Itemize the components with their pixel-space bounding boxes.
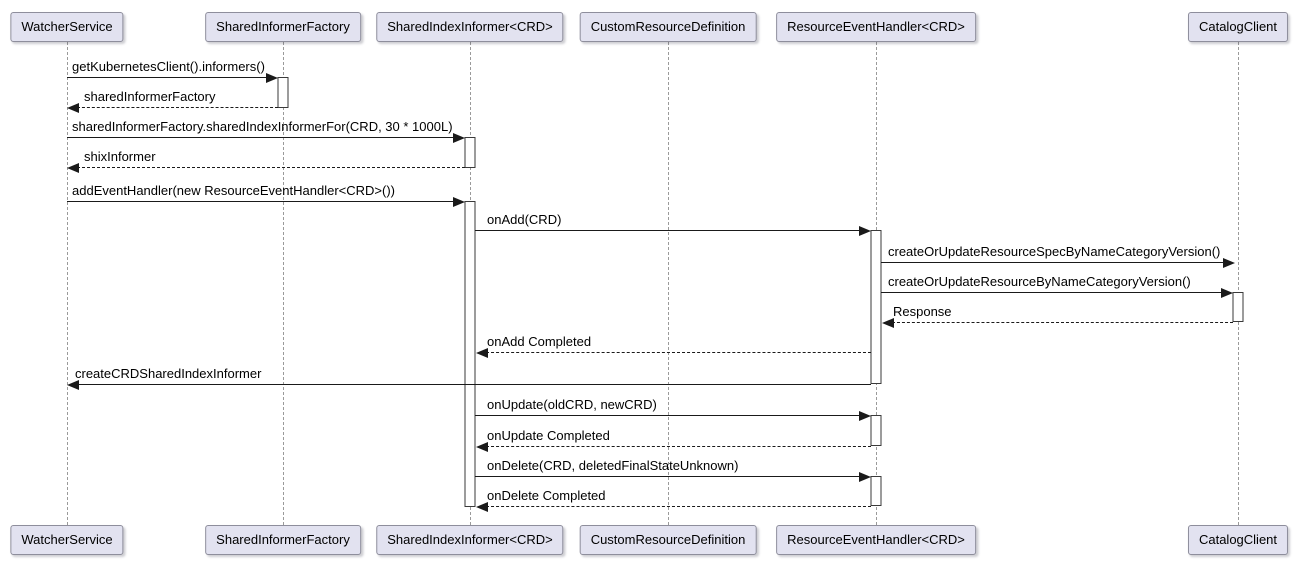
message-line-2 [67, 137, 455, 138]
participant-sif-top: SharedInformerFactory [205, 12, 361, 42]
arrowhead-0 [266, 73, 278, 83]
arrowhead-8 [882, 318, 894, 328]
arrowhead-5 [859, 226, 871, 236]
arrowhead-4 [453, 197, 465, 207]
message-label-6: createOrUpdateResourceSpecByNameCategory… [888, 244, 1221, 259]
activation-bar-cc-4 [1232, 292, 1244, 322]
participant-reh-bottom: ResourceEventHandler<CRD> [776, 525, 976, 555]
arrowhead-2 [453, 133, 465, 143]
message-label-14: onDelete Completed [487, 488, 606, 503]
message-line-3 [77, 167, 465, 168]
message-line-12 [486, 446, 871, 447]
arrowhead-11 [859, 411, 871, 421]
message-line-10 [77, 384, 871, 385]
message-label-5: onAdd(CRD) [487, 212, 562, 227]
participant-crd-bottom: CustomResourceDefinition [579, 525, 757, 555]
arrowhead-9 [476, 348, 488, 358]
lifeline-ws [67, 42, 68, 525]
activation-bar-reh-5 [870, 415, 882, 446]
arrowhead-10 [67, 380, 79, 390]
participant-crd-top: CustomResourceDefinition [579, 12, 757, 42]
message-line-14 [486, 506, 871, 507]
message-line-0 [67, 77, 268, 78]
activation-bar-reh-6 [870, 476, 882, 506]
message-label-2: sharedInformerFactory.sharedIndexInforme… [72, 119, 453, 134]
message-line-9 [486, 352, 871, 353]
lifeline-sif [283, 42, 284, 525]
arrowhead-14 [476, 502, 488, 512]
message-label-7: createOrUpdateResourceByNameCategoryVers… [888, 274, 1191, 289]
activation-bar-sif-0 [277, 77, 289, 108]
participant-cc-bottom: CatalogClient [1187, 525, 1289, 555]
arrowhead-7 [1221, 288, 1233, 298]
lifeline-crd [668, 42, 669, 525]
message-label-9: onAdd Completed [487, 334, 592, 349]
message-line-8 [892, 322, 1233, 323]
message-label-12: onUpdate Completed [487, 428, 610, 443]
participant-reh-top: ResourceEventHandler<CRD> [776, 12, 976, 42]
activation-bar-sii-1 [464, 137, 476, 168]
message-label-8: Response [893, 304, 952, 319]
arrowhead-12 [476, 442, 488, 452]
arrowhead-1 [67, 103, 79, 113]
message-label-4: addEventHandler(new ResourceEventHandler… [72, 183, 395, 198]
lifeline-cc [1238, 42, 1239, 525]
participant-sii-top: SharedIndexInformer<CRD> [376, 12, 564, 42]
message-label-0: getKubernetesClient().informers() [72, 59, 265, 74]
activation-bar-sii-2 [464, 201, 476, 507]
participant-ws-bottom: WatcherService [10, 525, 124, 555]
message-label-11: onUpdate(oldCRD, newCRD) [487, 397, 657, 412]
message-label-10: createCRDSharedIndexInformer [75, 366, 262, 381]
arrowhead-3 [67, 163, 79, 173]
message-line-4 [67, 201, 455, 202]
arrowhead-13 [859, 472, 871, 482]
participant-cc-top: CatalogClient [1187, 12, 1289, 42]
message-line-11 [475, 415, 861, 416]
message-line-1 [77, 107, 278, 108]
message-label-3: shixInformer [84, 149, 156, 164]
participant-ws-top: WatcherService [10, 12, 124, 42]
participant-sif-bottom: SharedInformerFactory [205, 525, 361, 555]
message-line-6 [881, 262, 1225, 263]
message-label-1: sharedInformerFactory [84, 89, 216, 104]
arrowhead-6 [1223, 258, 1235, 268]
participant-sii-bottom: SharedIndexInformer<CRD> [376, 525, 564, 555]
message-line-7 [881, 292, 1223, 293]
activation-bar-reh-3 [870, 230, 882, 384]
message-line-5 [475, 230, 861, 231]
message-label-13: onDelete(CRD, deletedFinalStateUnknown) [487, 458, 739, 473]
message-line-13 [475, 476, 861, 477]
